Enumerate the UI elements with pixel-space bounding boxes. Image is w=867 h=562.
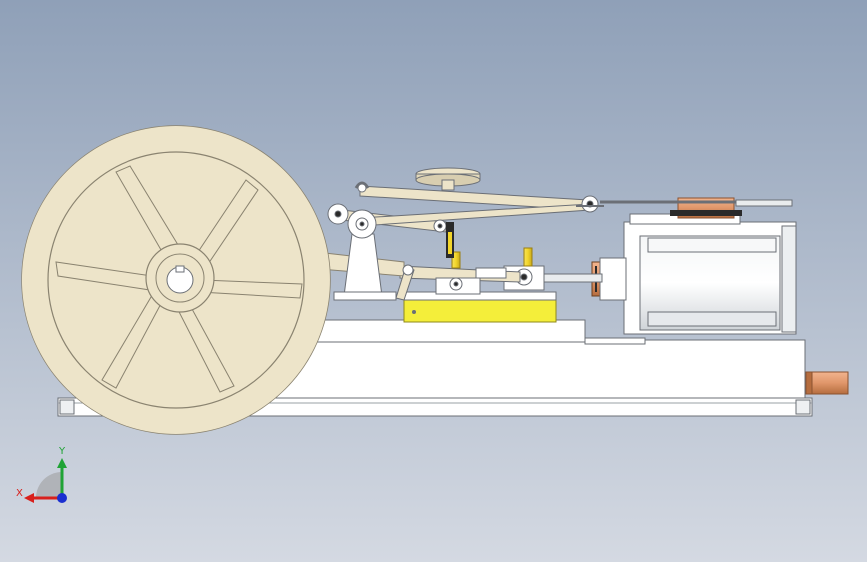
cylinder-bottom-band — [647, 311, 777, 327]
copper-exhaust-pipe[interactable] — [805, 371, 849, 395]
triad-y-label: Y — [58, 446, 66, 457]
coordinate-triad: X Y — [16, 446, 67, 503]
base-foot-right — [795, 399, 811, 415]
crosshead-guide-bed[interactable] — [403, 291, 557, 323]
base-foot-left — [59, 399, 75, 415]
steam-cylinder[interactable] — [623, 213, 797, 335]
valve-chest-block[interactable] — [600, 197, 793, 219]
triad-xy-plane — [36, 472, 62, 498]
valve-rod-assembly[interactable] — [435, 251, 507, 295]
governor-disk[interactable] — [415, 167, 481, 191]
piston-gland[interactable] — [591, 257, 627, 301]
piston-rod[interactable] — [539, 273, 603, 283]
triad-z-axis — [57, 493, 67, 503]
triad-x-label: X — [16, 488, 23, 499]
base-step — [584, 337, 646, 345]
flywheel[interactable] — [21, 125, 331, 435]
cylinder-end-cap — [781, 225, 797, 333]
beam-standard[interactable] — [327, 181, 397, 301]
cylinder-top-band — [647, 237, 777, 253]
eccentric-rod[interactable] — [395, 264, 415, 301]
